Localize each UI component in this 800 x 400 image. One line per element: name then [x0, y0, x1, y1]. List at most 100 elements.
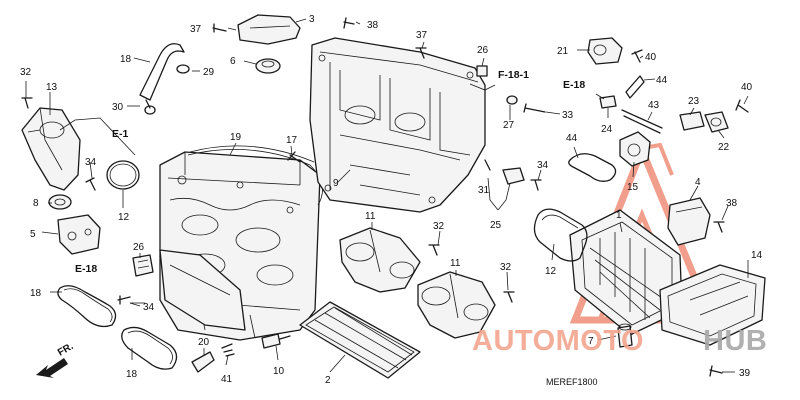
ref-e18-right: E-18 [563, 79, 585, 91]
callout-31: 31 [478, 185, 490, 196]
part-28 [476, 65, 488, 77]
part-41 [221, 343, 235, 357]
diagram-code: MEREF1800 [546, 377, 598, 387]
bolt-37-right [415, 47, 427, 59]
callout-11-lower: 11 [450, 258, 461, 269]
part-22 [587, 37, 623, 65]
part-11-funnel-upper [339, 227, 421, 293]
callout-28: 26 [477, 45, 489, 56]
callout-18-lower: 18 [126, 369, 138, 380]
callout-24: 23 [688, 96, 700, 107]
callout-21: 18 [120, 54, 132, 65]
callout-37-top: 37 [190, 24, 202, 35]
part-21-hose [139, 43, 185, 109]
callout-34-left: 34 [143, 302, 155, 313]
part-24 [679, 111, 705, 131]
callout-41: 41 [221, 374, 233, 385]
bolt-17 [287, 151, 301, 163]
bolt-37-top [212, 23, 227, 33]
callout-12: 12 [545, 266, 557, 277]
callout-36: 32 [20, 67, 32, 78]
callout-33: 33 [562, 110, 574, 121]
callout-38-lower: 39 [739, 368, 751, 379]
bolt-32-lower [503, 291, 515, 303]
callout-35: 34 [85, 157, 97, 168]
callout-30-top: 29 [203, 67, 215, 78]
callout-40-top: 40 [645, 52, 657, 63]
part-26 [132, 254, 154, 277]
part-29 [506, 95, 518, 105]
callout-23: 22 [718, 142, 730, 153]
ref-e1: E-1 [112, 128, 129, 140]
callout-25: 24 [601, 124, 613, 135]
callout-6: 6 [230, 56, 236, 67]
callout-9: 9 [333, 178, 339, 189]
part-11-funnel-lower [417, 271, 496, 339]
bolt-35 [85, 177, 96, 191]
callout-30-left: 30 [112, 102, 124, 113]
part-14-case [659, 264, 766, 346]
watermark-text-main: AUTOMOTO [472, 325, 644, 357]
part-31 [484, 159, 525, 185]
part-7 [617, 323, 633, 348]
callout-19: 19 [230, 132, 242, 143]
bolt-36 [21, 97, 33, 109]
callout-27: 25 [490, 220, 502, 231]
part-23 [704, 111, 729, 133]
watermark: AUTOMOTO HUB [472, 325, 767, 357]
callout-32-lower: 32 [500, 262, 512, 273]
watermark-text-accent: HUB [703, 325, 767, 357]
bolt-32-upper [428, 244, 440, 256]
bolt-34-right [530, 179, 542, 191]
bolt-38-upper [713, 221, 725, 233]
leader-lines [25, 18, 749, 373]
part-8-grommet [48, 194, 72, 210]
part-30-clamps [144, 64, 190, 115]
callout-34-right: 34 [537, 160, 549, 171]
callout-1: 1 [616, 210, 622, 221]
callout-37-right: 37 [416, 30, 428, 41]
part-42-rod [621, 109, 663, 134]
callout-10: 10 [273, 366, 285, 377]
callout-39: 38 [367, 20, 379, 31]
callout-40-right: 40 [741, 82, 753, 93]
callout-43: 44 [656, 75, 668, 86]
callout-3: 3 [309, 14, 315, 25]
bolt-33 [523, 103, 546, 113]
callout-5: 5 [30, 229, 36, 240]
callout-20: 20 [198, 337, 210, 348]
part-18-gasket-upper [57, 285, 117, 328]
callout-8: 8 [33, 198, 39, 209]
part-44-seal [568, 153, 617, 182]
part-3-cover [237, 14, 301, 45]
callout-13: 12 [118, 212, 130, 223]
ref-f18-1: F-18-1 [498, 69, 529, 81]
callout-2: 2 [325, 375, 331, 386]
part-5-bracket [57, 214, 101, 255]
front-arrow-icon: FR. [36, 341, 76, 378]
part-2-screen [299, 301, 421, 379]
callout-22: 21 [557, 46, 569, 57]
callout-18-upper: 18 [30, 288, 42, 299]
callout-16: 15 [627, 182, 639, 193]
callout-32-upper: 32 [433, 221, 445, 232]
callout-44: 44 [566, 133, 578, 144]
part-15-duct [21, 107, 81, 191]
part-19-gasket [187, 145, 323, 206]
callout-26: 26 [133, 242, 145, 253]
part-16-valve [619, 131, 651, 167]
callout-17: 17 [286, 135, 298, 146]
callout-14: 14 [751, 250, 763, 261]
part-18-gasket-lower [121, 326, 178, 370]
callout-11-upper: 11 [365, 211, 376, 222]
callout-15: 13 [46, 82, 58, 93]
part-10 [261, 333, 291, 349]
bolt-40-right [735, 99, 749, 113]
part-20 [191, 351, 215, 373]
part-12-gasket [533, 208, 588, 262]
callout-42: 43 [648, 100, 660, 111]
callout-29: 27 [503, 120, 515, 131]
bolt-39 [343, 17, 355, 29]
